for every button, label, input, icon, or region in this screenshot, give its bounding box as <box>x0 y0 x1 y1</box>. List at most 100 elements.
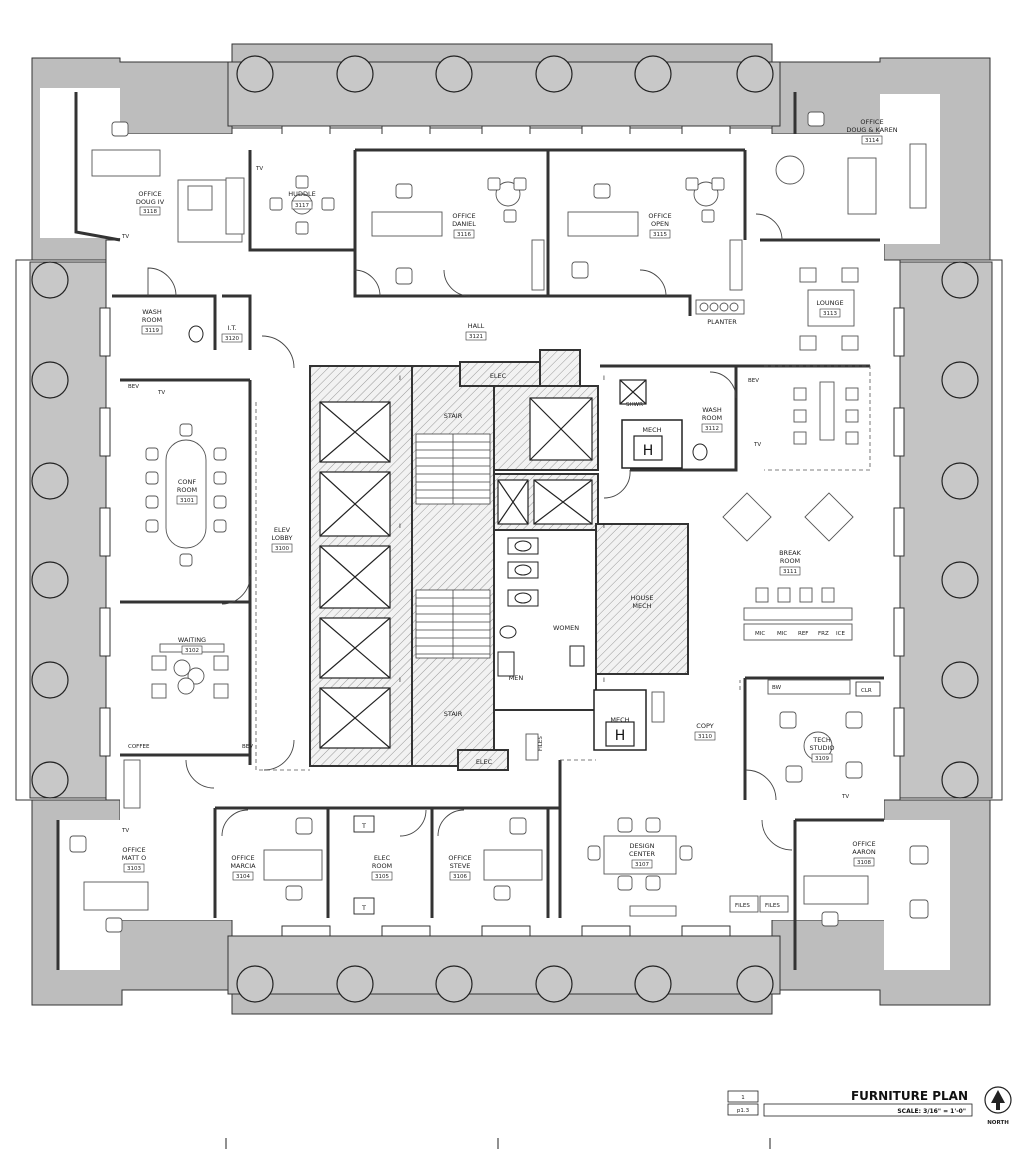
svg-text:HALL: HALL <box>468 322 485 330</box>
svg-text:3112: 3112 <box>705 426 719 432</box>
svg-text:H: H <box>643 443 654 459</box>
svg-text:MEN: MEN <box>509 674 524 682</box>
svg-text:FILES: FILES <box>765 903 780 909</box>
svg-text:I: I <box>399 676 401 684</box>
svg-text:TV: TV <box>255 166 263 172</box>
svg-text:STEVE: STEVE <box>450 862 471 870</box>
svg-text:3107: 3107 <box>635 862 649 868</box>
svg-text:T: T <box>361 904 366 912</box>
svg-text:ELEC: ELEC <box>374 854 391 862</box>
svg-text:3100: 3100 <box>275 546 289 552</box>
svg-text:BW: BW <box>772 685 782 691</box>
restroom-fixtures <box>188 325 708 677</box>
svg-text:p1.3: p1.3 <box>737 1108 750 1114</box>
door-swings <box>147 213 793 851</box>
svg-text:3119: 3119 <box>145 328 159 334</box>
svg-text:1: 1 <box>741 1095 745 1101</box>
svg-text:MECH: MECH <box>610 716 629 724</box>
svg-text:BREAK: BREAK <box>779 549 802 557</box>
stair-treads <box>415 433 491 659</box>
svg-text:3115: 3115 <box>653 232 667 238</box>
svg-text:TV: TV <box>841 794 849 800</box>
svg-text:I: I <box>399 374 401 382</box>
svg-text:3101: 3101 <box>180 498 194 504</box>
svg-text:I: I <box>399 522 401 530</box>
svg-text:3106: 3106 <box>453 874 467 880</box>
svg-text:CONF: CONF <box>178 478 197 486</box>
svg-text:I: I <box>603 374 605 382</box>
svg-text:BEV: BEV <box>242 744 253 750</box>
svg-text:T: T <box>361 822 366 830</box>
svg-text:3118: 3118 <box>143 209 157 215</box>
svg-text:STUDIO: STUDIO <box>810 744 835 752</box>
svg-text:MIC: MIC <box>755 631 765 637</box>
svg-text:NORTH: NORTH <box>987 1120 1009 1126</box>
svg-text:WOMEN: WOMEN <box>553 624 579 632</box>
svg-text:ELEV: ELEV <box>274 526 291 534</box>
svg-text:I.T.: I.T. <box>227 324 236 332</box>
svg-text:ELEC: ELEC <box>490 372 507 380</box>
svg-text:WASH: WASH <box>142 308 162 316</box>
svg-text:TECH: TECH <box>812 736 831 744</box>
svg-text:3103: 3103 <box>127 866 141 872</box>
svg-text:OFFICE: OFFICE <box>448 854 471 862</box>
svg-text:CLR: CLR <box>861 688 872 694</box>
svg-text:I: I <box>603 676 605 684</box>
svg-text:ROOM: ROOM <box>142 316 162 324</box>
title-block: 1 p1.3 FURNITURE PLAN SCALE: 3/16" = 1'-… <box>225 1086 1012 1149</box>
svg-text:STAIR: STAIR <box>444 412 463 420</box>
svg-text:ROOM: ROOM <box>372 862 392 870</box>
svg-text:STAIR: STAIR <box>444 710 463 718</box>
svg-text:OFFICE: OFFICE <box>648 212 671 220</box>
svg-text:3102: 3102 <box>185 648 199 654</box>
svg-text:LOBBY: LOBBY <box>271 534 292 542</box>
svg-text:HOUSE: HOUSE <box>631 594 654 602</box>
svg-text:MECH: MECH <box>642 426 661 434</box>
plan-scale: SCALE: 3/16" = 1'-0" <box>897 1108 966 1115</box>
svg-text:AARON: AARON <box>852 848 876 856</box>
svg-text:DESIGN: DESIGN <box>629 842 654 850</box>
furniture <box>69 111 929 933</box>
svg-text:OFFICE: OFFICE <box>452 212 475 220</box>
svg-text:3109: 3109 <box>815 756 829 762</box>
svg-text:MECH: MECH <box>632 602 651 610</box>
svg-text:HUDDLE: HUDDLE <box>288 190 315 198</box>
svg-text:MARCIA: MARCIA <box>230 862 256 870</box>
svg-text:3121: 3121 <box>469 334 483 340</box>
svg-text:SHWR: SHWR <box>626 402 643 408</box>
svg-text:LOUNGE: LOUNGE <box>816 299 843 307</box>
svg-text:COFFEE: COFFEE <box>128 744 150 750</box>
svg-text:ROOM: ROOM <box>177 486 197 494</box>
svg-text:OFFICE: OFFICE <box>231 854 254 862</box>
svg-text:FRZ: FRZ <box>818 631 829 637</box>
svg-text:CENTER: CENTER <box>629 850 656 858</box>
svg-text:DOUG IV: DOUG IV <box>136 198 165 206</box>
svg-text:TV: TV <box>121 828 129 834</box>
svg-text:3105: 3105 <box>375 874 389 880</box>
svg-text:3117: 3117 <box>295 203 309 209</box>
svg-text:OPEN: OPEN <box>651 220 669 228</box>
svg-text:3114: 3114 <box>865 138 879 144</box>
svg-text:ROOM: ROOM <box>780 557 800 565</box>
svg-text:DOUG & KAREN: DOUG & KAREN <box>846 126 897 134</box>
svg-text:WASH: WASH <box>702 406 722 414</box>
plan-title: FURNITURE PLAN <box>851 1089 968 1103</box>
column-circles <box>31 55 979 1003</box>
svg-text:3108: 3108 <box>857 860 871 866</box>
svg-text:BEV: BEV <box>748 378 759 384</box>
svg-text:3120: 3120 <box>225 336 239 342</box>
svg-text:H: H <box>615 728 626 744</box>
mech-rooms <box>593 419 683 751</box>
svg-text:FILES: FILES <box>538 736 544 751</box>
svg-text:3116: 3116 <box>457 232 471 238</box>
svg-text:OFFICE: OFFICE <box>122 846 145 854</box>
svg-text:MATT O: MATT O <box>122 854 147 862</box>
misc-labels: STAIR STAIR ELEC ELEC MECH H MECH H BEV … <box>121 166 881 912</box>
svg-text:I: I <box>603 522 605 530</box>
elevator-cars <box>319 379 647 749</box>
interior-walls <box>56 92 884 970</box>
svg-text:TV: TV <box>157 390 165 396</box>
svg-text:3113: 3113 <box>823 311 837 317</box>
svg-text:TV: TV <box>121 234 129 240</box>
